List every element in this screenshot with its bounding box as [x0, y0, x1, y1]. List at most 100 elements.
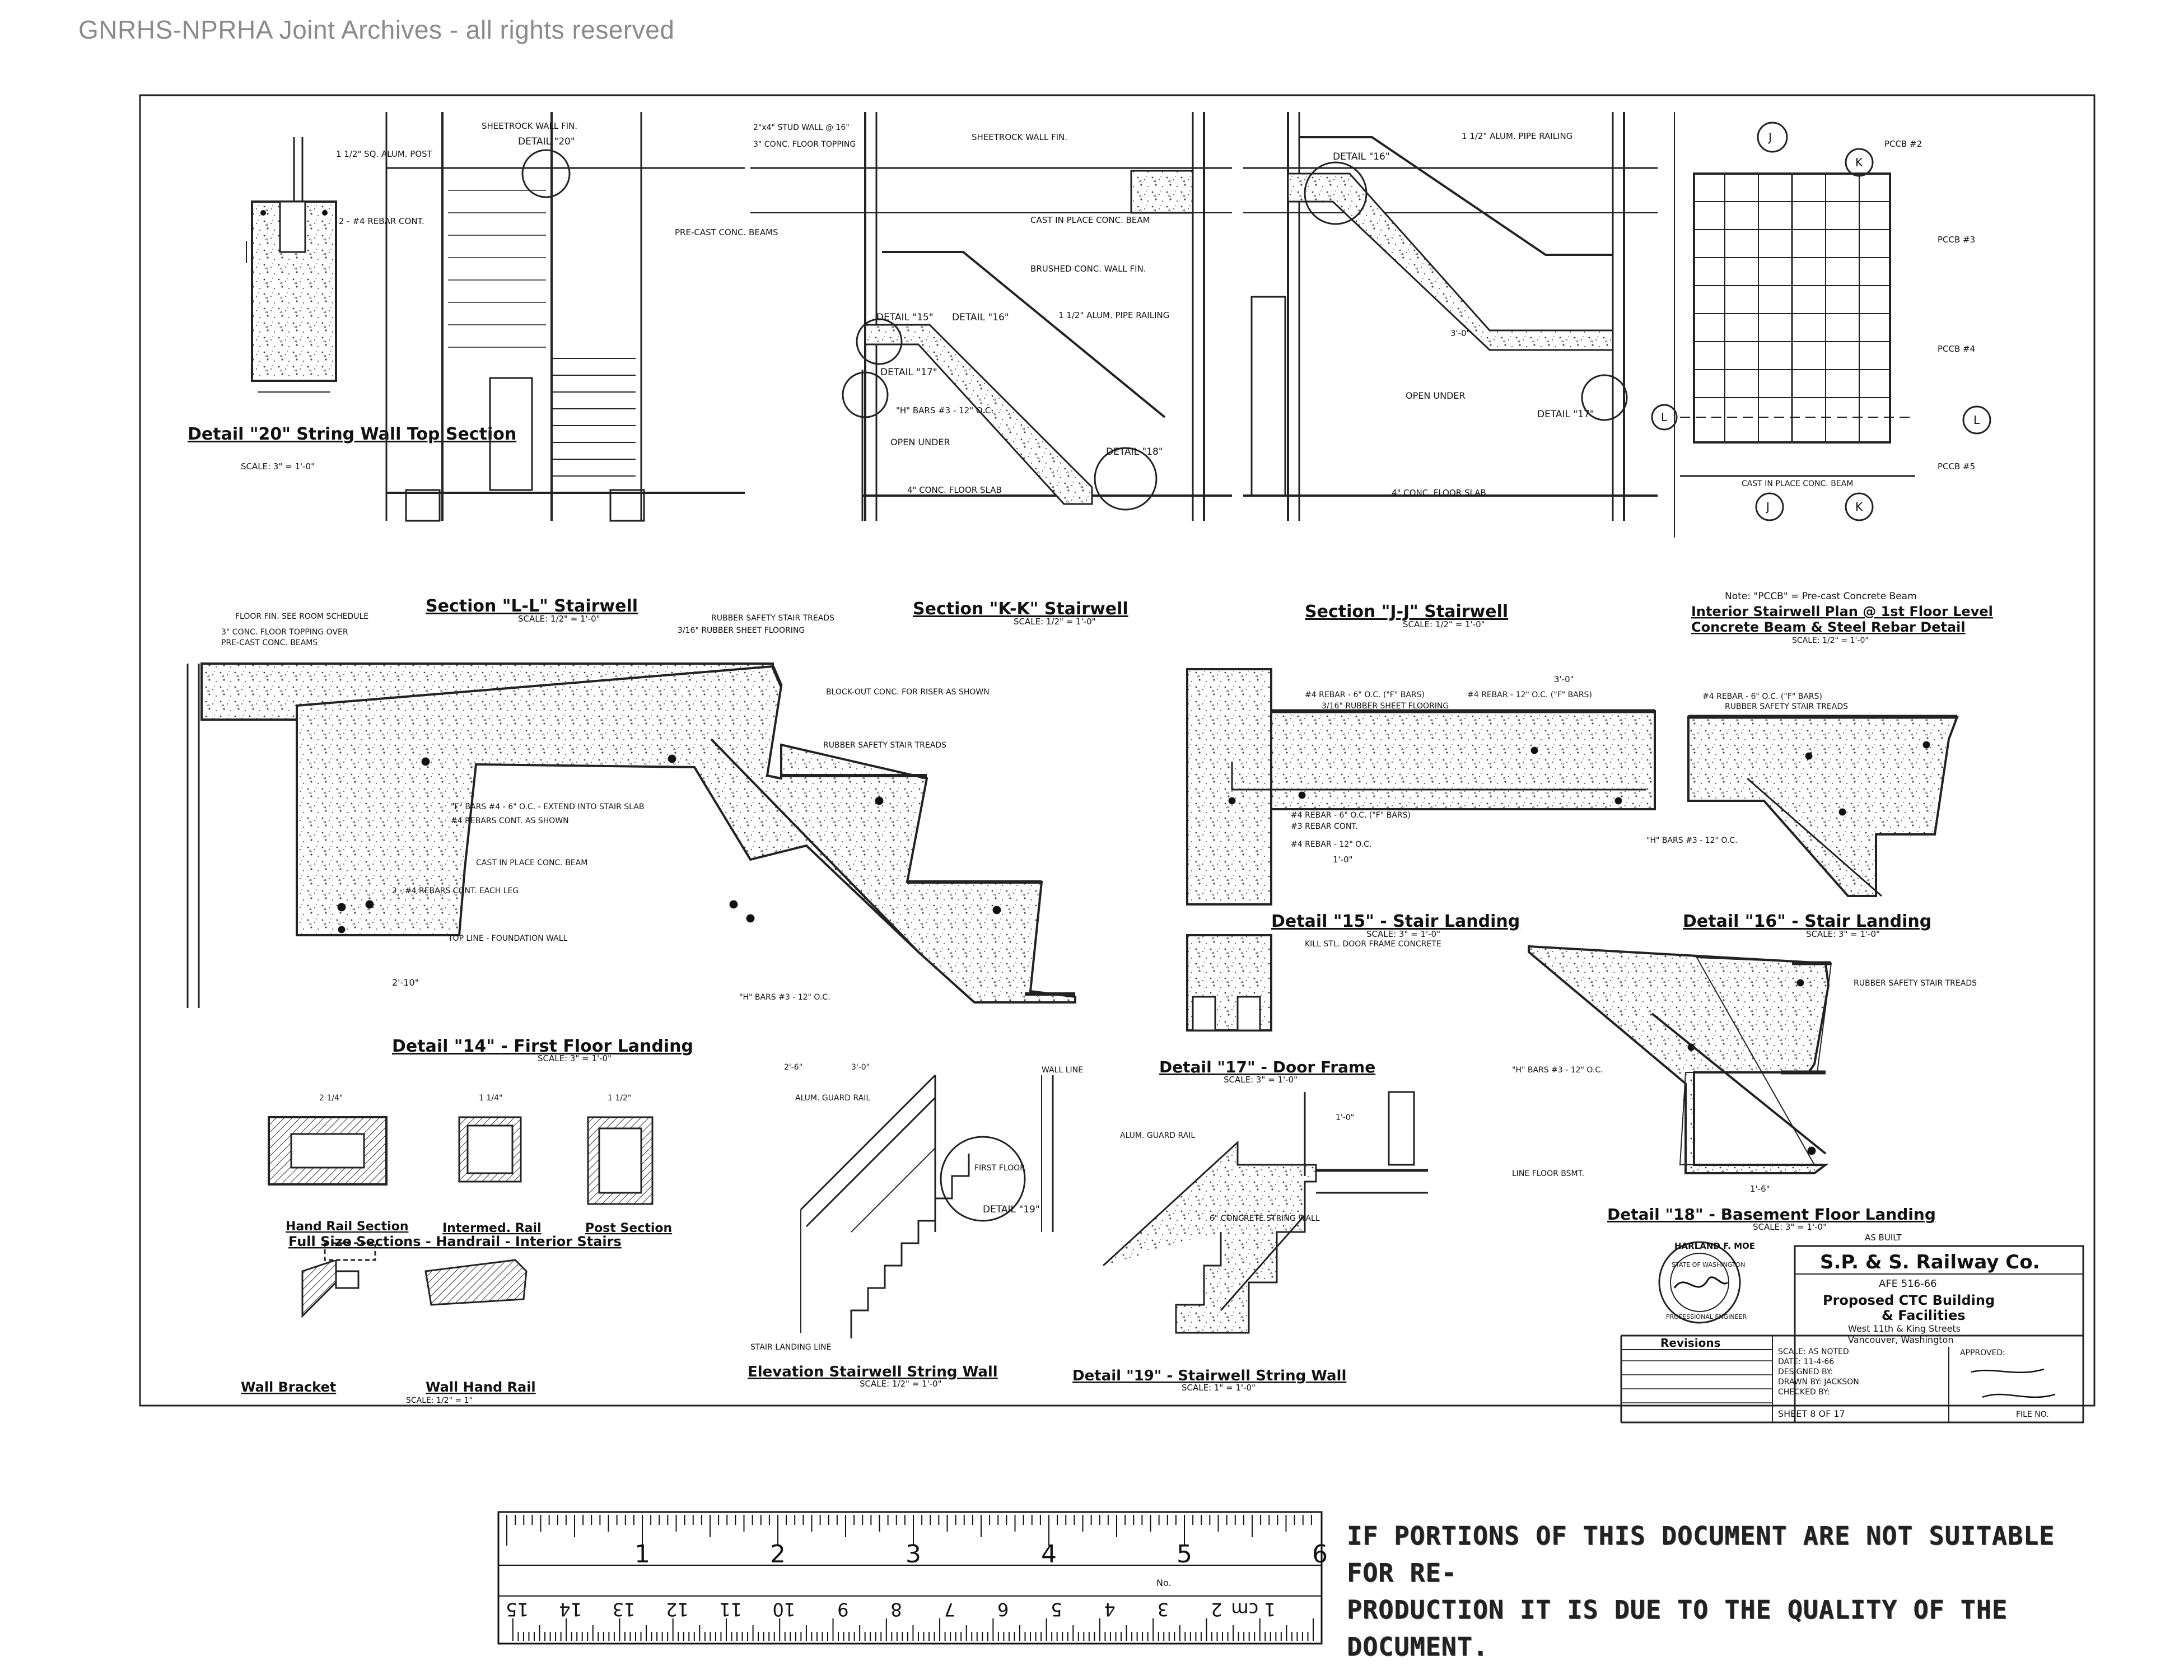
d20-note-rebar: 2 - #4 REBAR CONT. — [339, 216, 424, 226]
afe-number: AFE 516-66 — [1879, 1278, 1937, 1290]
plan-pccb2: PCCB #2 — [1884, 139, 1922, 149]
ruler-inch-label: 2 — [770, 1540, 786, 1569]
wall-rail-scale: SCALE: 1/2" = 1" — [406, 1396, 473, 1405]
plan-pccb5: PCCB #5 — [1938, 461, 1975, 472]
ruler-cm-label: 3 — [1158, 1599, 1169, 1620]
tb-scale: SCALE: AS NOTED — [1778, 1347, 1849, 1356]
d14-note-treads2: RUBBER SAFETY STAIR TREADS — [823, 741, 946, 750]
plan-cast-beam: CAST IN PLACE CONC. BEAM — [1742, 479, 1853, 488]
wall-hand-rail-label: Wall Hand Rail — [426, 1379, 536, 1395]
tb-approval-signatures — [1971, 1368, 2056, 1398]
detail-18-scale: SCALE: 3" = 1'-0" — [1753, 1222, 1827, 1232]
ruler-cm-label: 6 — [997, 1599, 1009, 1620]
seal-name: HARLAND F. MOE — [1674, 1241, 1755, 1251]
detail-16-title: Detail "16" - Stair Landing — [1683, 912, 1931, 931]
notice-line-2: PRODUCTION IT IS DUE TO THE QUALITY OF T… — [1347, 1595, 2008, 1662]
handrail-sections-drawing — [268, 1116, 654, 1318]
sec-ll-detail20-ref: DETAIL "20" — [518, 136, 575, 147]
plan-marker-l-left: L — [1661, 410, 1668, 424]
ruler-cm-label: 4 — [1104, 1599, 1116, 1620]
detail-18-title: Detail "18" - Basement Floor Landing — [1607, 1205, 1936, 1224]
section-jj-scale: SCALE: 1/2" = 1'-0" — [1403, 619, 1485, 629]
ruler-inch-label: 5 — [1177, 1540, 1192, 1569]
project-line-1: Proposed CTC Building — [1823, 1292, 1995, 1308]
d20-note-post: 1 1/2" SQ. ALUM. POST — [336, 149, 433, 159]
d14-note-hbars: "H" BARS #3 - 12" O.C. — [739, 993, 830, 1002]
post-section-label: Post Section — [585, 1221, 672, 1235]
sec-jj-pipe-railing: 1 1/2" ALUM. PIPE RAILING — [1462, 131, 1572, 141]
intermed-rail-label: Intermed. Rail — [442, 1221, 542, 1235]
seal-state: STATE OF WASHINGTON — [1672, 1261, 1745, 1268]
ruler-inch-label: 6 — [1312, 1540, 1328, 1569]
handrail-full-title: Full Size Sections - Handrail - Interior… — [288, 1234, 622, 1249]
d14-note-fbars: "F" BARS #4 - 6" O.C. - EXTEND INTO STAI… — [451, 802, 644, 811]
ruler-cm-label: 9 — [837, 1599, 848, 1620]
tb-approved: APPROVED: — [1960, 1348, 2005, 1357]
d14-note-cast-beam: CAST IN PLACE CONC. BEAM — [476, 858, 587, 867]
ruler-inch-label: 1 — [634, 1540, 650, 1569]
d14-note-rebar: #4 REBARS CONT. AS SHOWN — [451, 816, 569, 825]
detail-20-drawing — [246, 137, 337, 393]
sec-kk-cast-beam: CAST IN PLACE CONC. BEAM — [1030, 215, 1150, 225]
hr-dim-2: 1 1/4" — [479, 1094, 502, 1103]
section-kk-scale: SCALE: 1/2" = 1'-0" — [1014, 617, 1096, 627]
d14-note-dowels: 2 - #4 REBARS CONT. EACH LEG — [392, 886, 519, 895]
d14-note-rubber-flooring: 3/16" RUBBER SHEET FLOORING — [678, 626, 805, 635]
ruler-cm-label: 8 — [890, 1599, 902, 1620]
sec-jj-detail16: DETAIL "16" — [1333, 151, 1390, 162]
detail-19-title: Detail "19" - Stairwell String Wall — [1072, 1368, 1346, 1384]
detail-15-drawing — [1186, 668, 1656, 906]
ruler-maker: No. — [1156, 1578, 1172, 1588]
elevation-scale: SCALE: 1/2" = 1'-0" — [860, 1379, 942, 1389]
tb-designed: DESIGNED BY: — [1778, 1368, 1833, 1376]
d15-note-flooring: 3/16" RUBBER SHEET FLOORING — [1322, 702, 1449, 711]
detail-17-drawing — [1186, 934, 1272, 1032]
section-jj-title: Section "J-J" Stairwell — [1305, 602, 1508, 622]
revisions-header: Revisions — [1660, 1336, 1721, 1350]
ruler-cm-label: 10 — [773, 1599, 796, 1620]
detail-14-title: Detail "14" - First Floor Landing — [392, 1037, 693, 1056]
sec-ll-sheetrock: SHEETROCK WALL FIN. — [482, 121, 577, 131]
sec-ll-precast-note: PRE-CAST CONC. BEAMS — [675, 227, 778, 237]
elev-alum-rail: ALUM. GUARD RAIL — [795, 1094, 870, 1103]
d15-dim-top: 3'-0" — [1554, 674, 1574, 684]
d19-string-wall: 6" CONCRETE STRING WALL — [1210, 1214, 1320, 1223]
sec-kk-floor-topping: 3" CONC. FLOOR TOPPING — [753, 140, 856, 149]
ruler-cm-label: 14 — [559, 1599, 582, 1620]
tb-date: DATE: 11-4-66 — [1778, 1357, 1834, 1366]
ruler-cm-label: 13 — [613, 1599, 636, 1620]
sec-kk-detail15: DETAIL "15" — [876, 312, 934, 323]
tb-sheet: SHEET 8 OF 17 — [1778, 1408, 1845, 1419]
stairwell-plan-drawing — [1651, 112, 1991, 538]
tb-checked: CHECKED BY: — [1778, 1388, 1830, 1397]
detail-15-scale: SCALE: 3" = 1'-0" — [1366, 929, 1440, 939]
company-name: S.P. & S. Railway Co. — [1820, 1251, 2040, 1273]
reproduction-notice: IF PORTIONS OF THIS DOCUMENT ARE NOT SUI… — [1347, 1518, 2103, 1665]
d15-note-rebar5: #4 REBAR - 12" O.C. — [1291, 840, 1371, 849]
elev-dim-2: 3'-0" — [851, 1063, 870, 1072]
tb-drawn: DRAWN BY: JACKSON — [1778, 1378, 1859, 1387]
detail-14-scale: SCALE: 3" = 1'-0" — [538, 1053, 612, 1063]
handrail-section-label: Hand Rail Section — [286, 1220, 409, 1234]
d16-note-treads: RUBBER SAFETY STAIR TREADS — [1725, 702, 1848, 711]
d14-note-topping: 3" CONC. FLOOR TOPPING OVER — [221, 628, 348, 637]
seal-footer: PROFESSIONAL ENGINEER — [1666, 1313, 1747, 1320]
d14-note-precast: PRE-CAST CONC. BEAMS — [221, 638, 318, 647]
d18-note-line-floor: LINE FLOOR BSMT. — [1512, 1169, 1584, 1178]
d14-note-blockout: BLOCK-OUT CONC. FOR RISER AS SHOWN — [826, 688, 990, 697]
notice-line-1: IF PORTIONS OF THIS DOCUMENT ARE NOT SUI… — [1347, 1521, 2055, 1588]
section-ll-drawing — [385, 112, 745, 522]
title-block — [1620, 1241, 2084, 1424]
sec-kk-detail16: DETAIL "16" — [952, 312, 1009, 323]
project-line-2: & Facilities — [1882, 1308, 1966, 1323]
plan-marker-k-bottom: K — [1855, 500, 1863, 514]
sec-kk-hbars: "H" BARS #3 - 12" O.C. — [896, 405, 993, 416]
elev-stair-landing: STAIR LANDING LINE — [750, 1343, 831, 1352]
d19-alum-rail: ALUM. GUARD RAIL — [1120, 1131, 1195, 1140]
detail-17-scale: SCALE: 3" = 1'-0" — [1224, 1075, 1298, 1085]
sec-kk-pipe-railing: 1 1/2" ALUM. PIPE RAILING — [1058, 310, 1169, 320]
d17-note: KILL STL. DOOR FRAME CONCRETE — [1305, 940, 1441, 949]
sec-jj-open-under: OPEN UNDER — [1406, 390, 1466, 401]
d15-note-rebar2: #4 REBAR - 12" O.C. ("F" BARS) — [1467, 690, 1592, 699]
